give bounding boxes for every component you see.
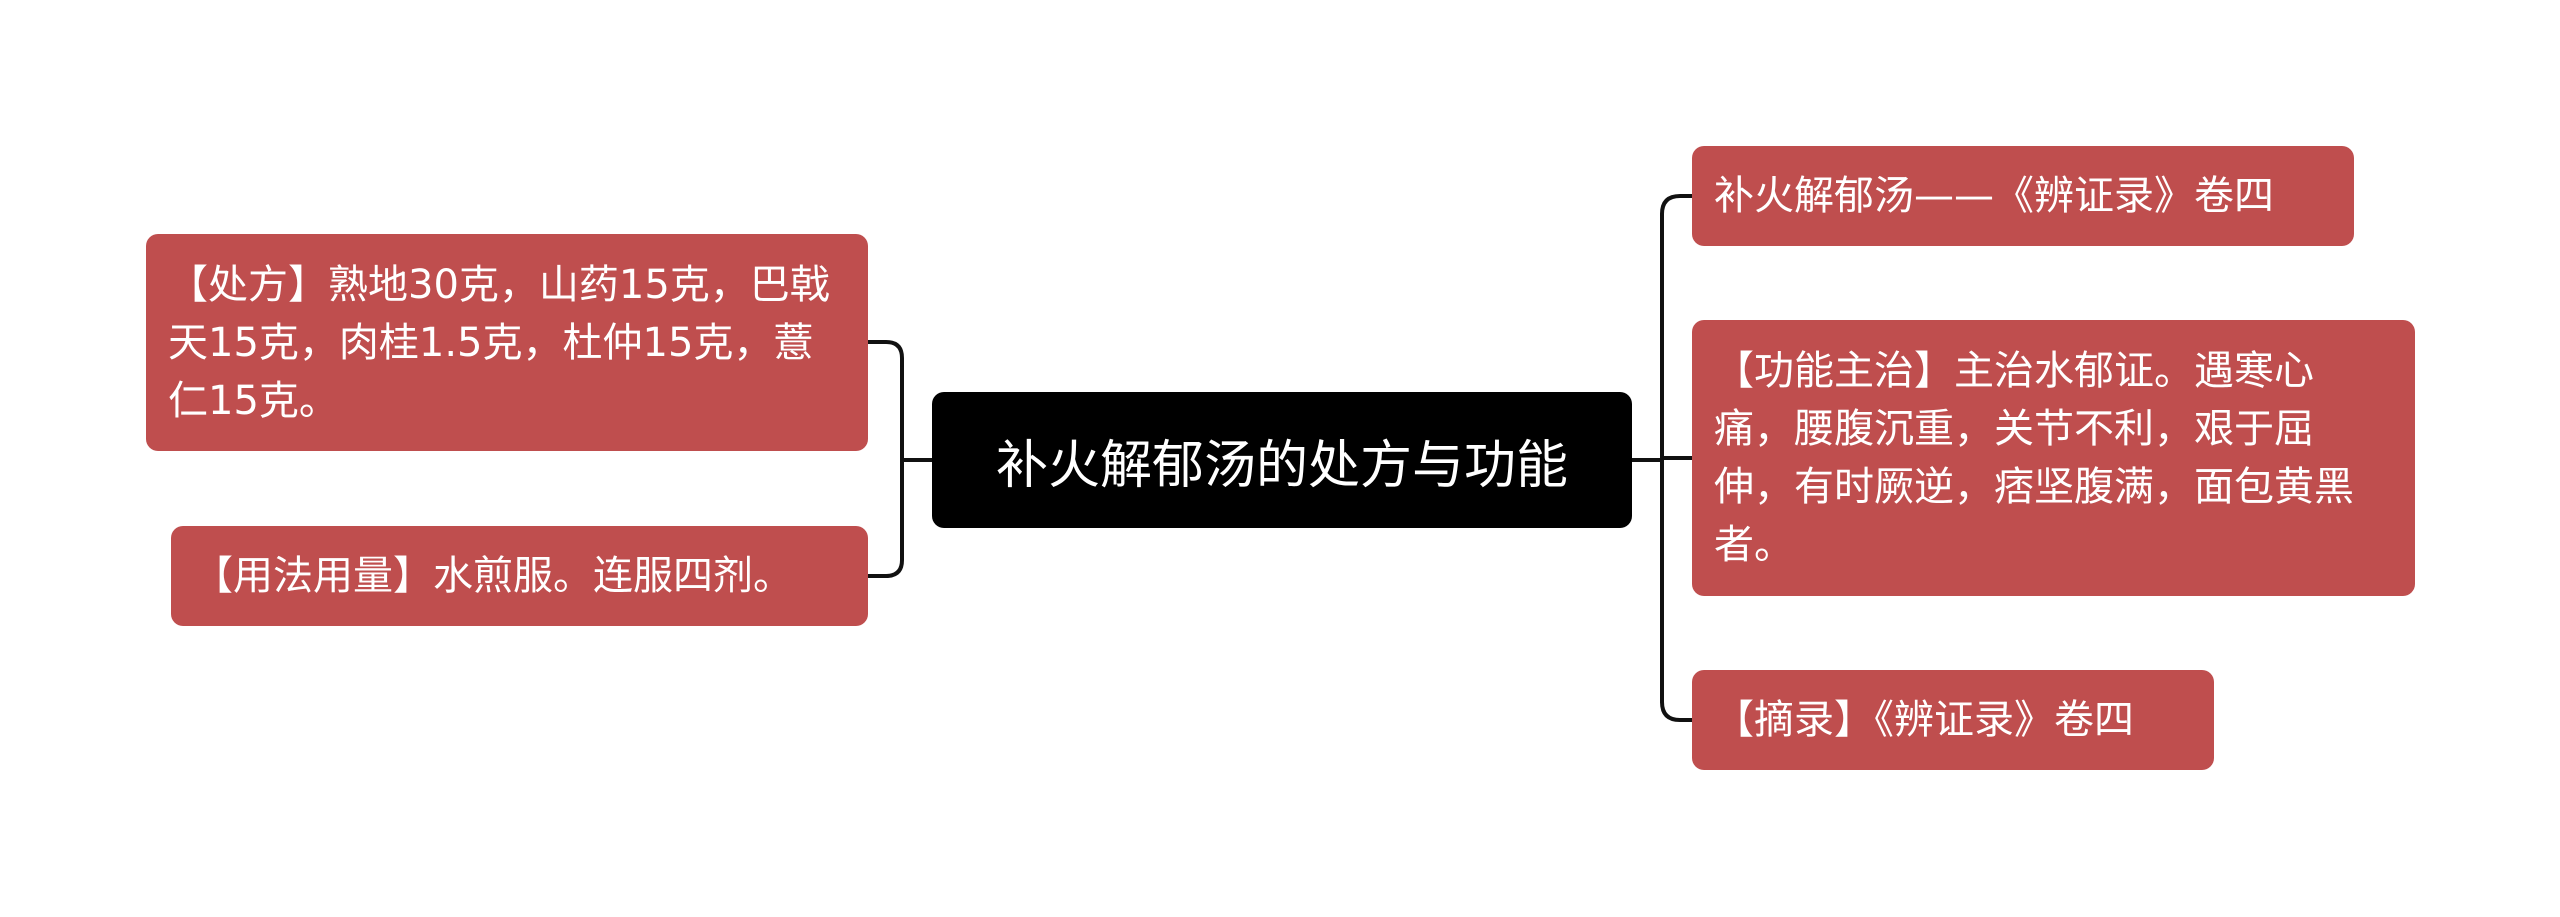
branch-function-indication-text: 【功能主治】主治水郁证。遇寒心痛，腰腹沉重，关节不利，艰于屈伸，有时厥逆，痞坚腹… [1714,348,2354,568]
branch-prescription-text: 【处方】熟地30克，山药15克，巴戟天15克，肉桂1.5克，杜仲15克，薏仁15… [168,261,830,424]
branch-usage-dosage-text: 【用法用量】水煎服。连服四剂。 [193,553,793,599]
branch-prescription[interactable]: 【处方】熟地30克，山药15克，巴戟天15克，肉桂1.5克，杜仲15克，薏仁15… [146,234,868,451]
center-topic-label: 补火解郁汤的处方与功能 [995,435,1568,496]
center-topic[interactable]: 补火解郁汤的处方与功能 [932,392,1632,528]
connector-left-prescription [866,340,904,367]
branch-function-indication[interactable]: 【功能主治】主治水郁证。遇寒心痛，腰腹沉重，关节不利，艰于屈伸，有时厥逆，痞坚腹… [1692,320,2415,596]
branch-excerpt[interactable]: 【摘录】《辨证录》卷四 [1692,670,2214,770]
connector-right-source-title [1660,194,1694,216]
branch-usage-dosage[interactable]: 【用法用量】水煎服。连服四剂。 [171,526,868,626]
branch-source-title[interactable]: 补火解郁汤——《辨证录》卷四 [1692,146,2354,246]
branch-source-title-text: 补火解郁汤——《辨证录》卷四 [1714,173,2274,219]
branch-excerpt-text: 【摘录】《辨证录》卷四 [1714,697,2134,743]
connector-right-excerpt [1660,700,1694,722]
connector-left-usage [866,553,904,578]
